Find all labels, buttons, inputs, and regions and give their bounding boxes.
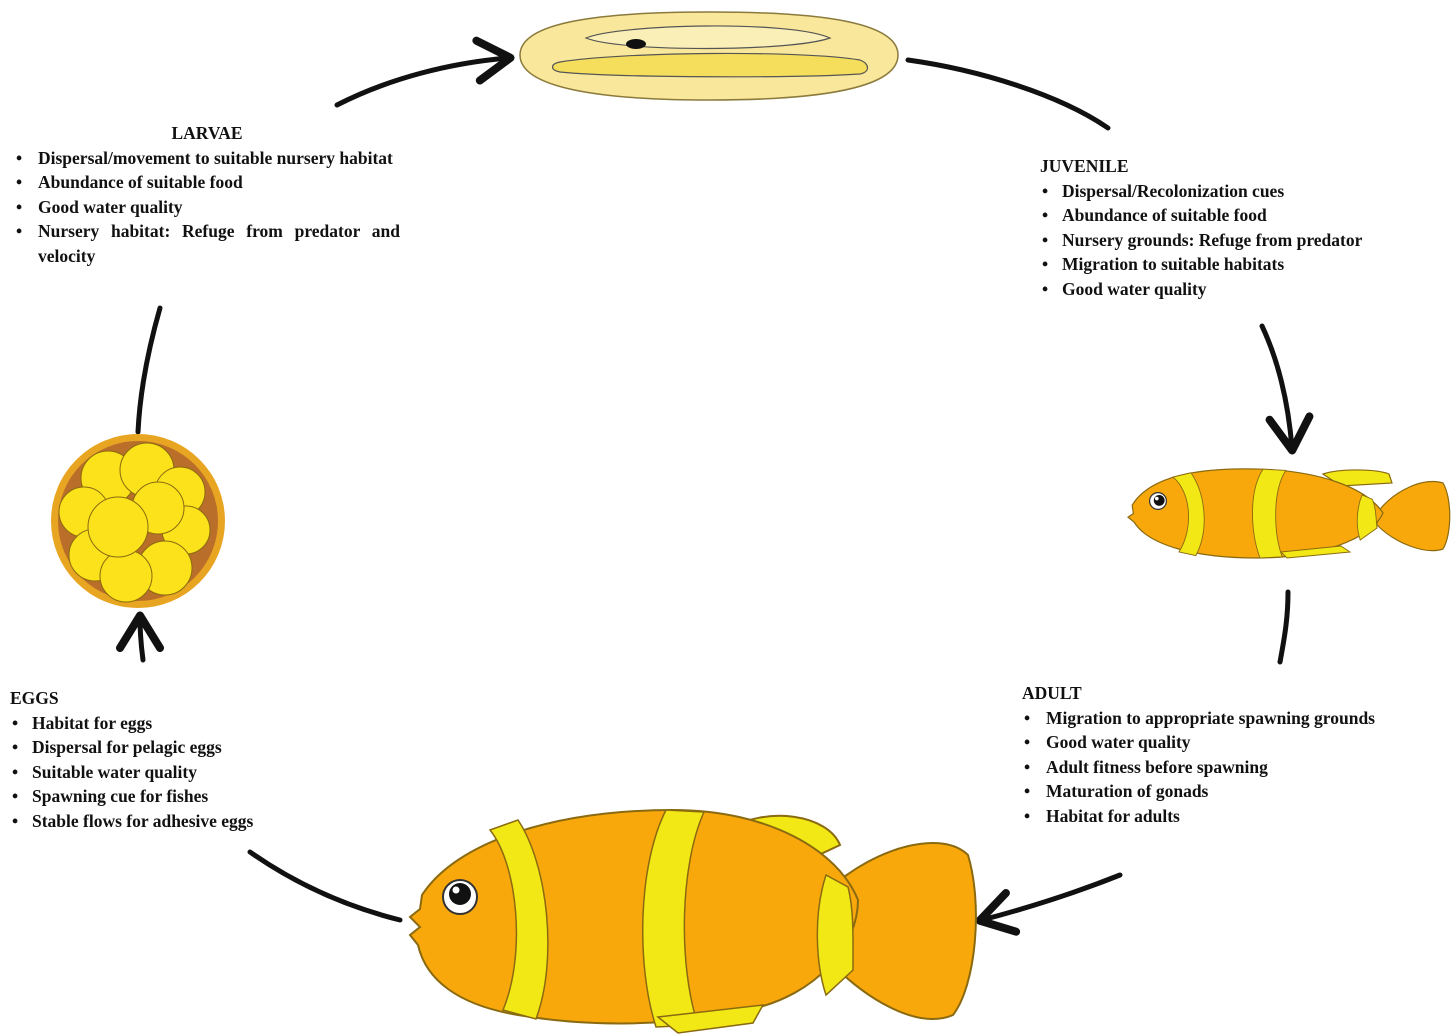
arrow-adult-to-adult-fish xyxy=(1280,592,1288,662)
juvenile-requirements-list: Dispersal/Recolonization cues Abundance … xyxy=(1040,179,1440,302)
arrow-larvae-to-larva-image xyxy=(337,58,508,105)
arrow-eggs-to-egg-mass xyxy=(140,618,143,660)
list-item: Adult fitness before spawning xyxy=(1022,755,1406,780)
list-item: Migration to suitable habitats xyxy=(1040,252,1440,277)
list-item: Migration to appropriate spawning ground… xyxy=(1022,706,1406,731)
connector-adult-fish-to-eggs xyxy=(250,852,400,920)
list-item: Dispersal/Recolonization cues xyxy=(1040,179,1440,204)
list-item: Maturation of gonads xyxy=(1022,779,1406,804)
eggs-stage-text: EGGS Habitat for eggs Dispersal for pela… xyxy=(10,686,310,833)
list-item: Good water quality xyxy=(14,195,400,220)
arrow-juvenile-to-juvenile-fish xyxy=(1262,326,1292,448)
larva-eye xyxy=(626,39,646,49)
list-item: Habitat for eggs xyxy=(10,711,310,736)
larvae-title: LARVAE xyxy=(14,121,400,146)
eggs-requirements-list: Habitat for eggs Dispersal for pelagic e… xyxy=(10,711,310,834)
list-item: Abundance of suitable food xyxy=(14,170,400,195)
eggs-title: EGGS xyxy=(10,686,310,711)
larvae-requirements-list: Dispersal/movement to suitable nursery h… xyxy=(14,146,400,269)
list-item: Habitat for adults xyxy=(1022,804,1406,829)
adult-requirements-list: Migration to appropriate spawning ground… xyxy=(1022,706,1406,829)
connector-egg-mass-to-larvae xyxy=(138,308,160,432)
juvenile-stage-text: JUVENILE Dispersal/Recolonization cues A… xyxy=(1040,154,1440,301)
adult-stage-text: ADULT Migration to appropriate spawning … xyxy=(1022,681,1406,828)
list-item: Dispersal/movement to suitable nursery h… xyxy=(14,146,400,171)
list-item: Dispersal for pelagic eggs xyxy=(10,735,310,760)
adult-title: ADULT xyxy=(1022,681,1406,706)
list-item: Nursery grounds: Refuge from predator xyxy=(1040,228,1440,253)
juvenile-fish-illustration xyxy=(1128,469,1450,558)
egg-mass-illustration xyxy=(51,434,225,608)
adult-fish-illustration xyxy=(410,810,976,1033)
connector-larva-to-juvenile xyxy=(908,60,1108,128)
list-item: Suitable water quality xyxy=(10,760,310,785)
list-item: Abundance of suitable food xyxy=(1040,203,1440,228)
juvenile-title: JUVENILE xyxy=(1040,154,1440,179)
larvae-stage-text: LARVAE Dispersal/movement to suitable nu… xyxy=(14,121,400,268)
larva-illustration xyxy=(520,12,898,100)
list-item: Good water quality xyxy=(1022,730,1406,755)
list-item: Spawning cue for fishes xyxy=(10,784,310,809)
list-item: Nursery habitat: Refuge from predator an… xyxy=(14,219,400,268)
arrow-adult-text-to-adult-fish xyxy=(982,875,1120,920)
list-item: Stable flows for adhesive eggs xyxy=(10,809,310,834)
list-item: Good water quality xyxy=(1040,277,1440,302)
